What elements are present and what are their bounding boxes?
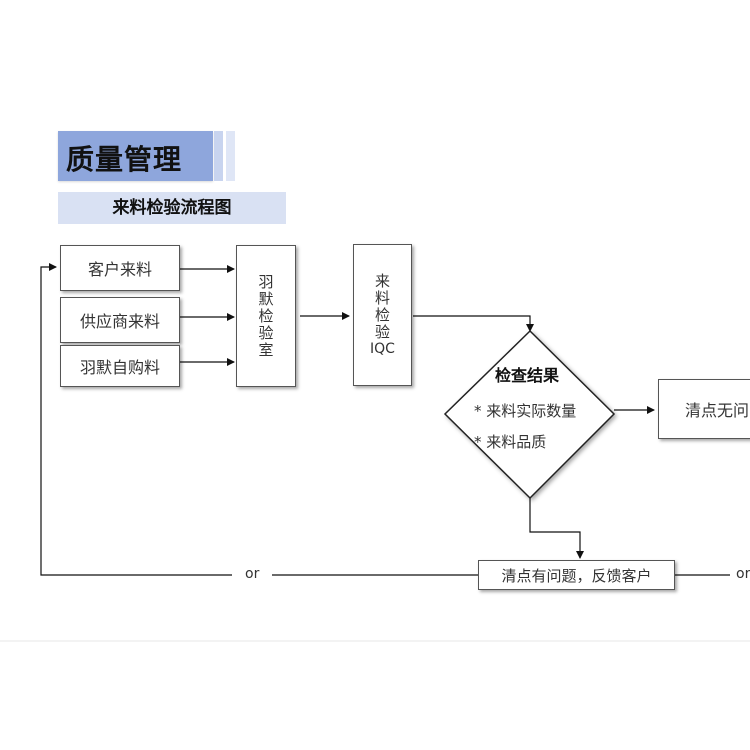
title-stripe xyxy=(214,131,223,181)
issue-box: 清点有问题，反馈客户 xyxy=(478,560,675,590)
arrow-decision-to-issue xyxy=(529,498,584,559)
decision-title: 检查结果 xyxy=(495,366,560,385)
iqc-label-en: IQC xyxy=(370,341,395,357)
arrow-iqc-to-decision xyxy=(413,315,534,332)
source-self-purchase-box: 羽默自购料 xyxy=(60,345,180,387)
issue-label: 清点有问题，反馈客户 xyxy=(501,566,652,585)
title-banner xyxy=(58,131,213,181)
decision-criterion-quality: * 来料品质 xyxy=(474,433,547,451)
source-customer-box: 客户来料 xyxy=(60,245,180,291)
iqc-box: 来料检验 IQC xyxy=(353,244,412,386)
page-subtitle: 来料检验流程图 xyxy=(112,198,232,218)
source-supplier-box: 供应商来料 xyxy=(60,297,180,343)
page-title: 质量管理 xyxy=(66,143,183,176)
lab-box: 羽默检验室 xyxy=(236,245,296,387)
ok-box: 清点无问 xyxy=(658,379,750,439)
decision-criterion-quantity: * 来料实际数量 xyxy=(474,402,577,420)
subtitle-banner xyxy=(58,192,286,224)
lab-label: 羽默检验室 xyxy=(258,272,274,359)
footer-divider xyxy=(0,640,750,642)
or-label-right: or xyxy=(736,566,750,582)
source-customer-label: 客户来料 xyxy=(87,260,152,279)
title-stripe xyxy=(226,131,235,181)
source-supplier-label: 供应商来料 xyxy=(79,312,160,331)
iqc-label-cn: 来料检验 xyxy=(374,272,390,341)
return-line-to-source xyxy=(40,263,232,576)
ok-label: 清点无问 xyxy=(685,401,750,420)
or-label-left: or xyxy=(245,566,260,582)
source-self-purchase-label: 羽默自购料 xyxy=(79,358,160,377)
